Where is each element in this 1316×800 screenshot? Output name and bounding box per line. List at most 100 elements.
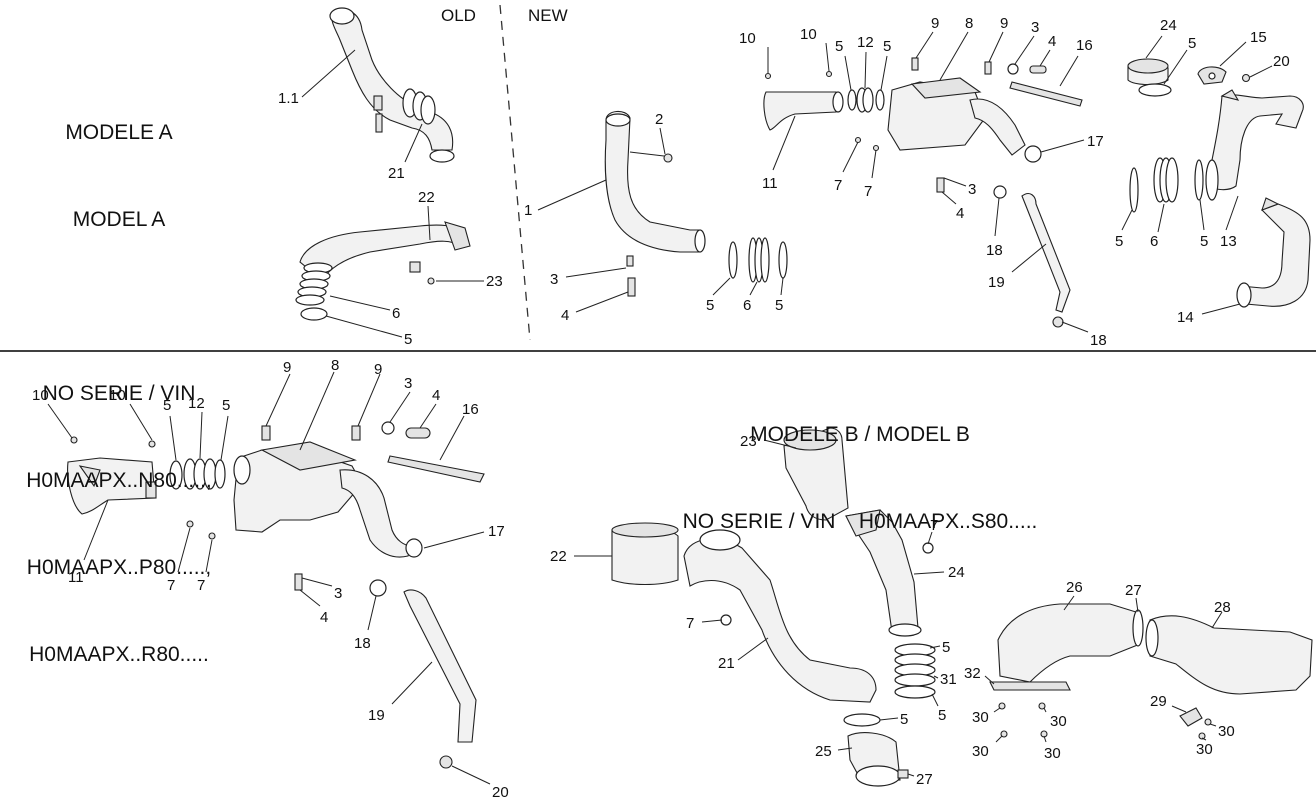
callout: 4 [956,205,964,222]
model-b-callouts: 23 7 24 22 7 21 5 31 5 5 25 27 26 27 28 … [550,433,1235,788]
old-new-divider [499,4,531,341]
callout: 3 [334,585,342,602]
callout: 22 [418,189,435,206]
callout: 17 [1087,133,1104,150]
callout: 18 [1090,332,1107,349]
callout: 25 [815,743,832,760]
callout: 18 [986,242,1003,259]
bottom-left-callouts: 10 10 5 12 5 9 8 9 3 4 16 11 7 7 17 3 4 … [32,357,509,800]
callout: 20 [1273,53,1290,70]
callout: 19 [988,274,1005,291]
callout: 28 [1214,599,1231,616]
callout: 7 [834,177,842,194]
callout: 14 [1177,309,1194,326]
callout: 3 [550,271,558,288]
callout: 23 [740,433,757,450]
callout: 8 [331,357,339,374]
callout: 12 [188,395,205,412]
callout: 3 [968,181,976,198]
callout: 9 [1000,15,1008,32]
old-air-tube-assembly [295,7,471,321]
callout: 1.1 [278,90,299,107]
callout: 5 [938,707,946,724]
top-new-left-callouts: 2 1 3 4 5 6 5 [524,111,784,324]
callout: 27 [916,771,933,788]
callout: 16 [1076,37,1093,54]
callout: 22 [550,548,567,565]
callout: 5 [775,297,783,314]
top-airbox-callouts: 10 10 5 12 5 9 8 9 3 4 16 11 7 7 17 3 4 … [739,15,1107,349]
model-a-line: H0MAAPX..N80....., [26,469,212,492]
callout: 30 [972,743,989,760]
callout: 30 [972,709,989,726]
callout: 20 [492,784,509,800]
callout: 24 [1160,17,1177,34]
callout: 21 [388,165,405,182]
callout: 5 [404,331,412,348]
callout: 7 [864,183,872,200]
callout: 13 [1220,233,1237,250]
callout: 21 [718,655,735,672]
callout: 11 [762,175,778,192]
callout: 5 [835,38,843,55]
callout: 10 [800,26,817,43]
callout: 27 [1125,582,1142,599]
callout: 12 [857,34,874,51]
callout: 3 [404,375,412,392]
callout: 19 [368,707,385,724]
callout: 11 [68,569,84,586]
callout: 7 [167,577,175,594]
model-a-line [8,292,230,321]
model-b-line: NO SERIE / VIN H0MAAPX..S80..... [682,510,1038,533]
callout: 10 [739,30,756,47]
callout: 30 [1196,741,1213,758]
bottom-airbox-assembly [67,421,485,769]
callout: 8 [965,15,973,32]
callout: 30 [1044,745,1061,762]
new-column-header: NEW [528,6,568,25]
callout: 26 [1066,579,1083,596]
top-airbox-assembly [763,57,1083,328]
callout: 4 [432,387,440,404]
model-a-heading: MODELE A MODEL A NO SERIE / VIN H0MAAPX.… [8,60,230,698]
callout: 5 [1188,35,1196,52]
callout: 7 [930,517,938,534]
callout: 32 [964,665,981,682]
model-a-line: NO SERIE / VIN [42,382,196,405]
callout: 30 [1050,713,1067,730]
model-a-line: H0MAAPX..P80....., [26,556,212,579]
callout: 4 [320,609,328,626]
callout: 5 [883,38,891,55]
callout: 10 [109,387,126,404]
top-right-tube-assembly [1127,58,1311,308]
callout: 9 [374,361,382,378]
callout: 24 [948,564,965,581]
callout: 5 [1115,233,1123,250]
callout: 31 [940,671,957,688]
callout: 7 [197,577,205,594]
model-a-line: MODEL A [72,208,166,231]
callout: 5 [222,397,230,414]
callout: 5 [163,397,171,414]
callout: 10 [32,387,49,404]
callout: 15 [1250,29,1267,46]
callout: 17 [488,523,505,540]
model-a-line: H0MAAPX..R80..... [29,643,209,666]
callout: 7 [686,615,694,632]
model-b-heading: MODELE B / MODEL B NO SERIE / VIN H0MAAP… [620,362,1100,565]
new-air-tube-assembly [604,110,788,297]
callout: 5 [942,639,950,656]
callout: 5 [1200,233,1208,250]
callout: 29 [1150,693,1167,710]
callout: 16 [462,401,479,418]
callout: 9 [283,359,291,376]
callout: 23 [486,273,503,290]
callout: 30 [1218,723,1235,740]
model-b-assembly [611,427,1313,787]
callout: 2 [655,111,663,128]
callout: 9 [931,15,939,32]
model-b-line: MODELE B / MODEL B [750,423,970,446]
callout: 6 [392,305,400,322]
top-right-callouts: 24 5 15 20 5 6 5 13 14 [1115,17,1290,326]
